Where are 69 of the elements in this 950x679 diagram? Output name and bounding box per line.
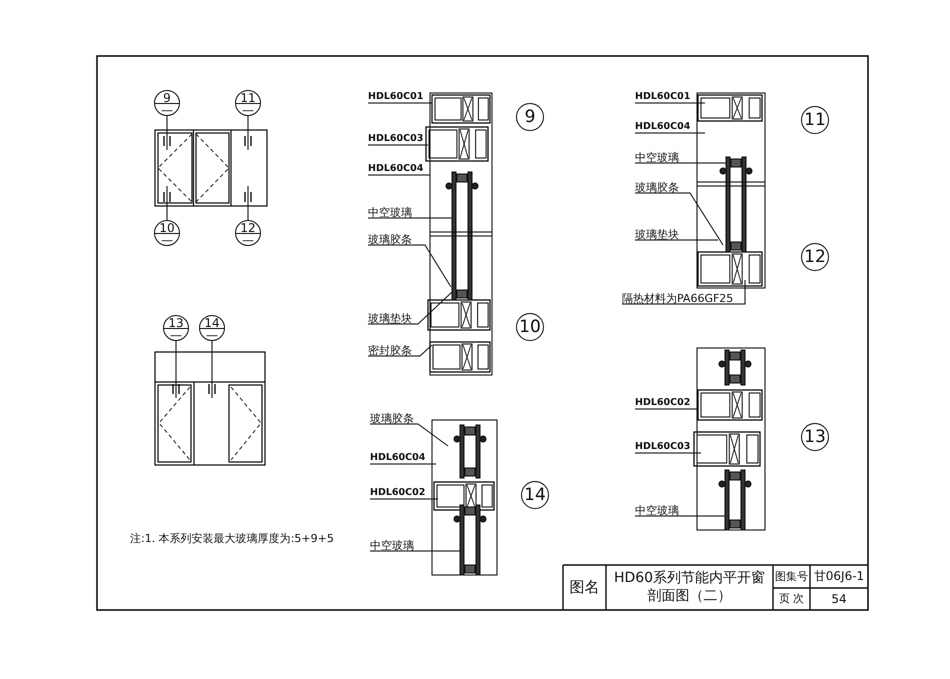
section-number: 12: [239, 222, 257, 234]
section-marker: [199, 315, 225, 341]
part-label: 中空玻璃: [635, 505, 679, 516]
leader-line: [634, 132, 706, 134]
section-marker: [235, 90, 261, 116]
section-number: 10: [158, 222, 176, 234]
section-number: 11: [239, 92, 257, 104]
leader-line: [166, 116, 168, 150]
part-label: 中空玻璃: [368, 207, 412, 218]
leader-line: [368, 344, 432, 356]
section-marker: [235, 220, 261, 246]
part-label: HDL60C04: [368, 163, 424, 174]
part-label: 玻璃胶条: [370, 413, 414, 424]
leader-line: [368, 292, 452, 324]
part-label: HDL60C03: [368, 133, 424, 144]
sheet-dash: —: [205, 329, 219, 341]
atlas-number: 甘06J6-1: [814, 569, 864, 584]
part-label: 玻璃胶条: [635, 182, 679, 193]
leader-line: [368, 244, 452, 288]
sheet-dash: —: [241, 104, 255, 116]
section-marker: [154, 220, 180, 246]
leader-line: [634, 192, 724, 246]
part-label: HDL60C02: [370, 487, 426, 498]
part-label: HDL60C02: [635, 397, 690, 408]
leader-line: [370, 424, 448, 446]
leader-line: [622, 280, 746, 304]
part-label: 玻璃垫块: [368, 313, 412, 324]
part-label: 中空玻璃: [370, 540, 414, 551]
page-number: 54: [831, 592, 847, 606]
part-label: HDL60C04: [370, 452, 426, 464]
section-marker: [154, 90, 180, 116]
part-label: 玻璃胶条: [368, 234, 412, 245]
leader-line: [370, 550, 460, 552]
part-label: 隔热材料为PA66GF25: [622, 293, 734, 304]
part-label: HDL60C03: [635, 441, 690, 452]
note-text: 注:1. 本系列安装最大玻璃厚度为:5+9+5: [130, 533, 334, 544]
section-marker: [163, 315, 189, 341]
leader-line: [634, 102, 706, 104]
leader-line: [634, 452, 702, 454]
section-number: 13: [167, 317, 185, 329]
leader-line: [370, 498, 438, 500]
part-label: HDL60C01: [368, 91, 424, 102]
callout-number: 12: [801, 243, 829, 271]
callout-number: 11: [801, 106, 829, 134]
part-label: HDL60C01: [635, 91, 690, 102]
section-number: 14: [203, 317, 221, 329]
part-label: HDL60C04: [635, 121, 690, 132]
atlas-number-label: 图集号: [775, 570, 808, 584]
leader-line: [368, 144, 428, 146]
leader-line: [368, 102, 432, 104]
leader-line: [634, 408, 698, 410]
drawing-title: HD60系列节能内平开窗剖面图（二）: [612, 570, 766, 605]
callout-number: 14: [521, 481, 549, 509]
leader-line: [634, 162, 726, 164]
part-label: 中空玻璃: [635, 152, 679, 163]
drawing-name-label: 图名: [570, 578, 600, 597]
sheet-dash: —: [169, 329, 183, 341]
sheet-dash: —: [160, 104, 174, 116]
callout-number: 10: [516, 313, 544, 341]
sheet-dash: —: [241, 234, 255, 246]
part-label: 玻璃垫块: [635, 229, 679, 240]
leader-line: [368, 174, 430, 176]
part-label: 密封胶条: [368, 345, 412, 356]
section-number: 9: [162, 92, 172, 104]
callout-number: 9: [516, 103, 544, 131]
sheet-dash: —: [160, 234, 174, 246]
leader-line: [166, 186, 168, 220]
page-label: 页 次: [778, 592, 804, 606]
callout-number: 13: [801, 423, 829, 451]
